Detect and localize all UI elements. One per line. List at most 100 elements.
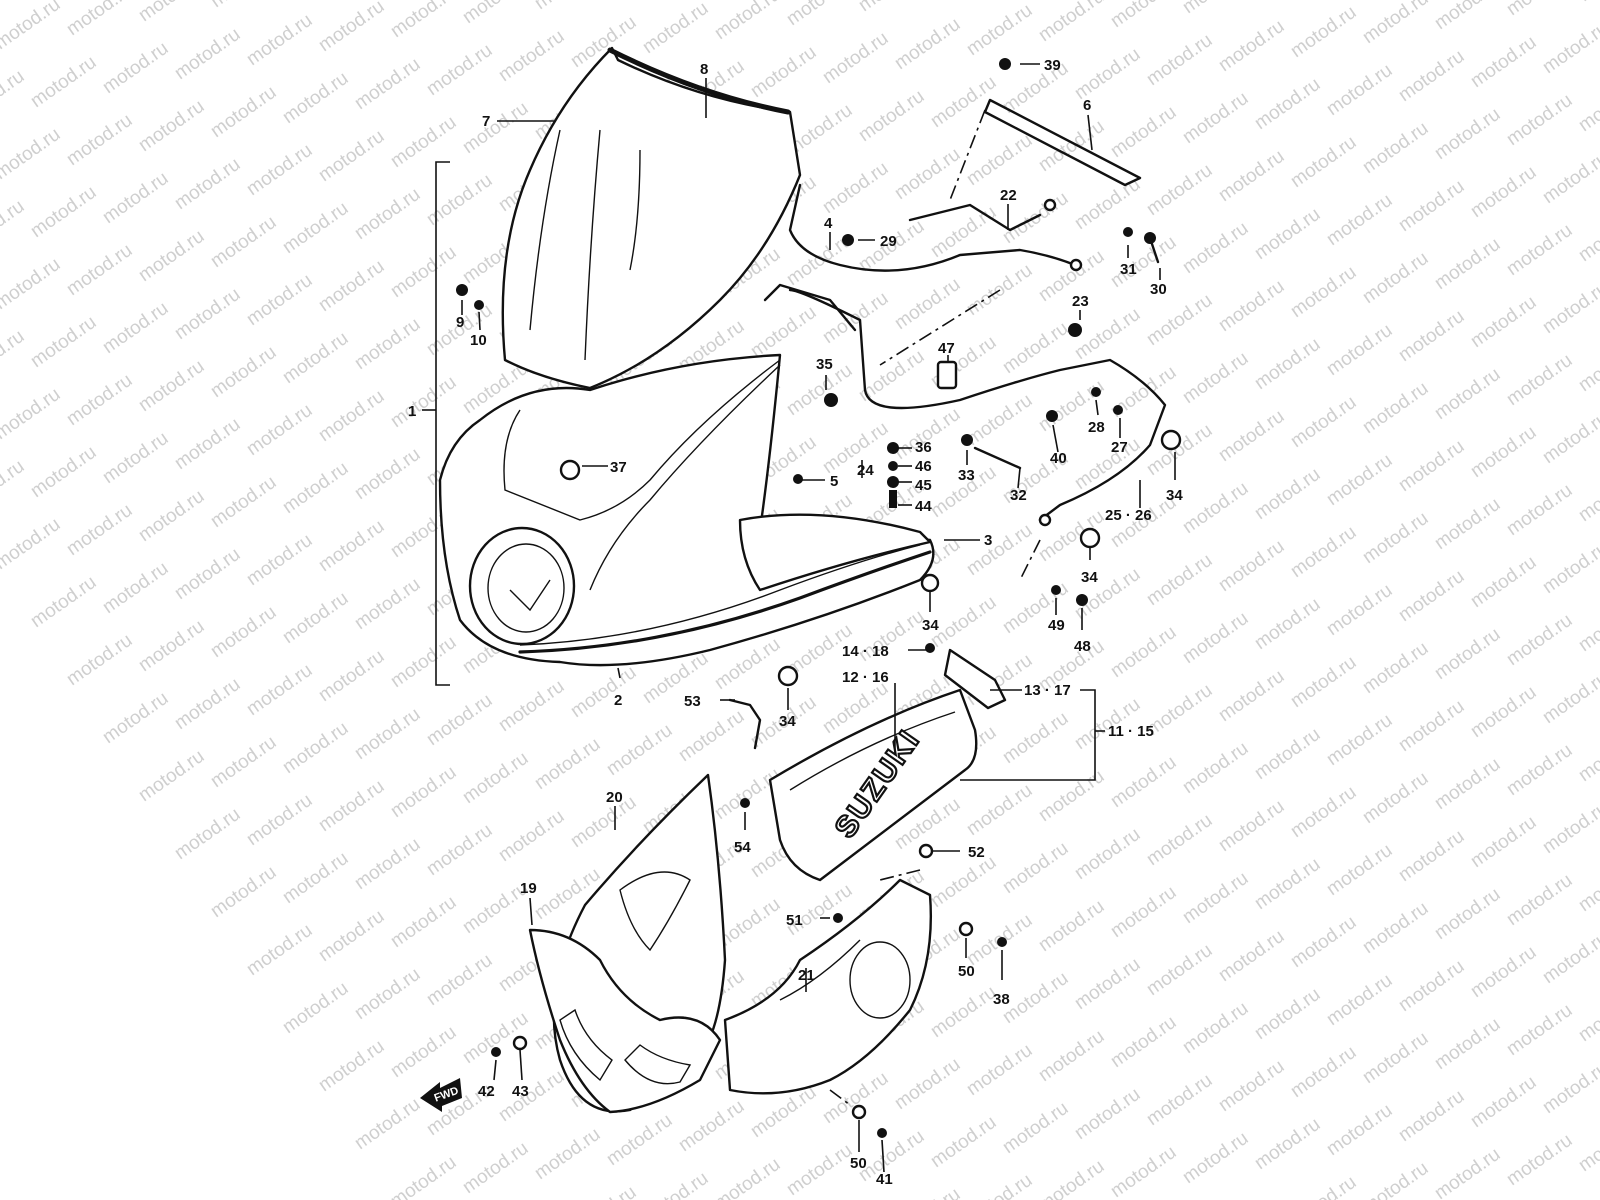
callout-12-16: 12 · 16: [842, 669, 889, 686]
watermark-text: motod.ru: [1503, 0, 1576, 20]
watermark-text: motod.ru: [0, 384, 64, 444]
watermark-text: motod.ru: [279, 198, 352, 258]
watermark-text: motod.ru: [531, 1124, 604, 1184]
watermark-text: motod.ru: [423, 820, 496, 880]
watermark-text: motod.ru: [1431, 1144, 1504, 1200]
callout-54: 54: [734, 839, 751, 856]
watermark-text: motod.ru: [1215, 536, 1288, 596]
watermark-text: motod.ru: [675, 706, 748, 766]
watermark-text: motod.ru: [423, 950, 496, 1010]
watermark-text: motod.ru: [1467, 292, 1540, 352]
callout-37: 37: [610, 459, 627, 476]
watermark-text: motod.ru: [711, 1154, 784, 1200]
watermark-text: motod.ru: [1503, 220, 1576, 280]
watermark-text: motod.ru: [1071, 1084, 1144, 1144]
watermark-text: motod.ru: [279, 718, 352, 778]
watermark-text: motod.ru: [891, 274, 964, 334]
watermark-text: motod.ru: [1215, 276, 1288, 336]
callout-2: 2: [614, 692, 622, 709]
watermark-text: motod.ru: [1575, 76, 1600, 136]
watermark-text: motod.ru: [1395, 46, 1468, 106]
watermark-text: motod.ru: [1395, 176, 1468, 236]
watermark-text: motod.ru: [351, 834, 424, 894]
watermark-text: motod.ru: [963, 390, 1036, 450]
watermark-text: motod.ru: [1395, 826, 1468, 886]
watermark-text: motod.ru: [675, 1096, 748, 1156]
watermark-text: motod.ru: [1539, 668, 1600, 728]
watermark-text: motod.ru: [135, 486, 208, 546]
watermark-text: motod.ru: [279, 588, 352, 648]
watermark-text: motod.ru: [1215, 666, 1288, 726]
callout-34-b: 34: [1081, 569, 1098, 586]
watermark-text: motod.ru: [1107, 102, 1180, 162]
watermark-text: motod.ru: [927, 852, 1000, 912]
watermark-text: motod.ru: [1143, 940, 1216, 1000]
watermark-text: motod.ru: [531, 734, 604, 794]
watermark-text: motod.ru: [531, 0, 604, 14]
watermark-text: motod.ru: [1251, 74, 1324, 134]
watermark-text: motod.ru: [99, 38, 172, 98]
watermark-text: motod.ru: [1215, 406, 1288, 466]
watermark-text: motod.ru: [1251, 594, 1324, 654]
watermark-text: motod.ru: [423, 40, 496, 100]
watermark-text: motod.ru: [639, 1168, 712, 1200]
watermark-text: motod.ru: [387, 372, 460, 432]
watermark-text: motod.ru: [351, 964, 424, 1024]
callout-39: 39: [1044, 57, 1061, 74]
watermark-text: motod.ru: [1503, 740, 1576, 800]
watermark-text: motod.ru: [1467, 422, 1540, 482]
callout-32: 32: [1010, 487, 1027, 504]
watermark-text: motod.ru: [279, 978, 352, 1038]
watermark-text: motod.ru: [1179, 0, 1252, 18]
leader-lines: [422, 63, 1176, 1173]
watermark-text: motod.ru: [1359, 638, 1432, 698]
watermark-text: motod.ru: [1143, 550, 1216, 610]
watermark-text: motod.ru: [207, 472, 280, 532]
callout-labels: 1 2 3 4 5 6 7 8 9 10 11 · 15 12 · 16 13 …: [408, 57, 1183, 1188]
watermark-text: motod.ru: [1179, 998, 1252, 1058]
callout-28: 28: [1088, 419, 1105, 436]
watermark-text: motod.ru: [1467, 1072, 1540, 1132]
forward-arrow: FWD: [420, 1078, 462, 1112]
watermark-text: motod.ru: [1359, 768, 1432, 828]
fasteners: [456, 58, 1182, 1138]
watermark-text: motod.ru: [1467, 32, 1540, 92]
callout-20: 20: [606, 789, 623, 806]
watermark-text: motod.ru: [927, 982, 1000, 1042]
callout-50-a: 50: [958, 963, 975, 980]
watermark-text: motod.ru: [1575, 336, 1600, 396]
watermark-text: motod.ru: [279, 458, 352, 518]
watermark-text: motod.ru: [1179, 88, 1252, 148]
watermark-text: motod.ru: [171, 414, 244, 474]
watermark-text: motod.ru: [1575, 0, 1600, 6]
callout-36: 36: [915, 439, 932, 456]
watermark-text: motod.ru: [1323, 1100, 1396, 1160]
watermark-text: motod.ru: [63, 630, 136, 690]
watermark-text: motod.ru: [1503, 1000, 1576, 1060]
watermark-text: motod.ru: [315, 646, 388, 706]
watermark-text: motod.ru: [1503, 480, 1576, 540]
watermark-text: motod.ru: [207, 82, 280, 142]
callout-33: 33: [958, 467, 975, 484]
watermark-text: motod.ru: [1431, 754, 1504, 814]
watermark-text: motod.ru: [1071, 434, 1144, 494]
watermark-text: motod.ru: [315, 776, 388, 836]
watermark-text: motod.ru: [1215, 926, 1288, 986]
callout-34-d: 34: [779, 713, 796, 730]
watermark-text: motod.ru: [1287, 522, 1360, 582]
callout-7: 7: [482, 113, 490, 130]
watermark-text: motod.ru: [1323, 320, 1396, 380]
watermark-text: motod.ru: [1359, 508, 1432, 568]
lower-cowling-right: [723, 878, 933, 1095]
watermark-text: motod.ru: [1179, 868, 1252, 928]
watermark-text: motod.ru: [1107, 622, 1180, 682]
watermark-text: motod.ru: [891, 1184, 964, 1200]
watermark-text: motod.ru: [1251, 204, 1324, 264]
callout-14-18: 14 · 18: [842, 643, 889, 660]
watermark-text: motod.ru: [1395, 436, 1468, 496]
watermark-text: motod.ru: [1035, 1156, 1108, 1200]
callout-4: 4: [824, 215, 833, 232]
watermark-text: motod.ru: [1539, 538, 1600, 598]
watermark-text: motod.ru: [567, 1182, 640, 1200]
watermark-text: motod.ru: [1359, 0, 1432, 48]
